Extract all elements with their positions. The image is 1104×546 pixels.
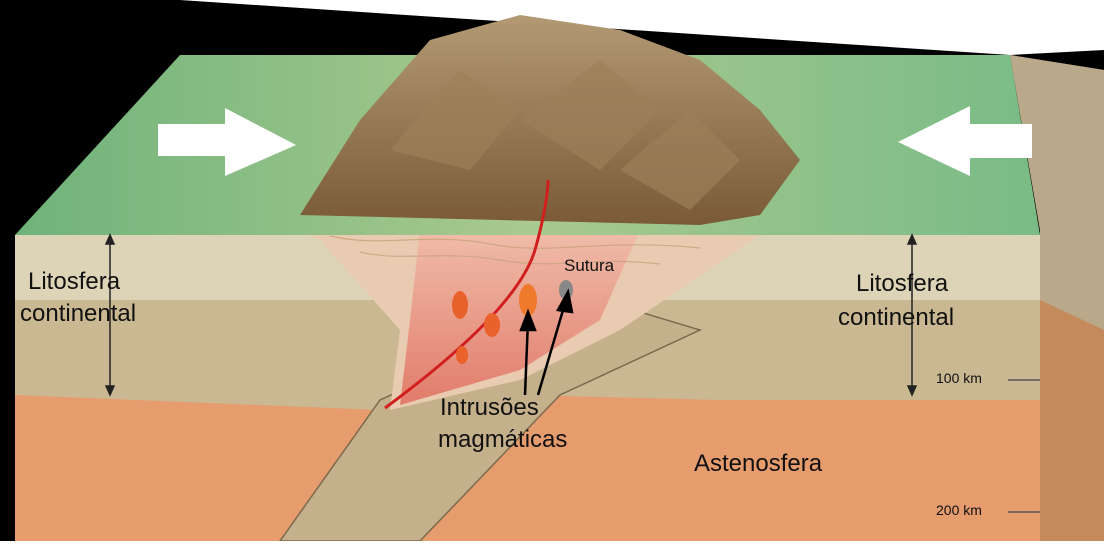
intrusions-label-1: Intrusões [440, 394, 539, 422]
left-lithosphere-label-1: Litosfera [28, 268, 120, 296]
intrusions-label-2: magmáticas [438, 426, 567, 454]
depth-200-label: 200 km [936, 502, 982, 518]
left-lithosphere-label-2: continental [20, 300, 136, 328]
depth-100-label: 100 km [936, 370, 982, 386]
right-lithosphere-label-1: Litosfera [856, 270, 948, 298]
asthenosphere-label: Astenosfera [694, 450, 822, 478]
right-lithosphere-label-2: continental [838, 304, 954, 332]
suture-label: Sutura [564, 256, 614, 276]
